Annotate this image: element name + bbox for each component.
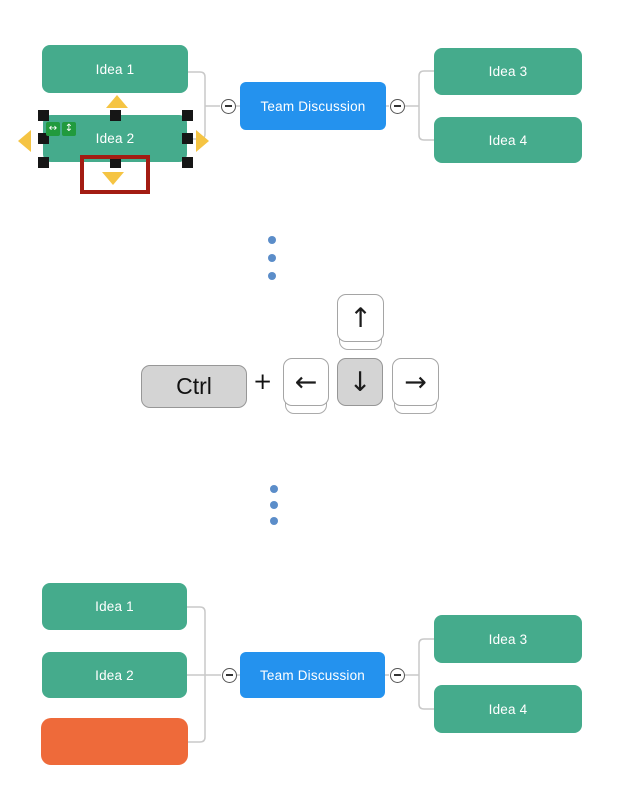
collapse-toggle-bottom-right[interactable] <box>389 667 405 683</box>
top-right-bracket <box>418 70 434 141</box>
top-node-idea3[interactable]: Idea 3 <box>434 48 582 95</box>
ellipsis-dot <box>268 272 276 280</box>
bottom-node-new[interactable] <box>41 718 188 765</box>
arrow-down-key-pressed: ↓ <box>337 358 383 414</box>
ellipsis-dot <box>270 501 278 509</box>
add-node-left-arrow-icon[interactable] <box>18 130 31 152</box>
bottom-node-idea2[interactable]: Idea 2 <box>42 652 187 698</box>
selection-handle-mid-left[interactable] <box>37 133 49 144</box>
selection-handle-top-right[interactable] <box>181 109 193 121</box>
selection-handle-top-left[interactable] <box>37 109 49 121</box>
arrow-right-key: → <box>392 358 439 414</box>
collapse-toggle-bottom-left[interactable] <box>221 667 237 683</box>
selection-handle-bottom-center[interactable] <box>109 156 121 168</box>
selection-handle-mid-right[interactable] <box>181 133 193 144</box>
bottom-node-idea1[interactable]: Idea 1 <box>42 583 187 630</box>
collapse-toggle-top-right[interactable] <box>389 98 405 114</box>
collapse-toggle-top-left[interactable] <box>220 98 236 114</box>
selection-handle-bottom-right[interactable] <box>181 156 193 168</box>
ellipsis-dot <box>270 485 278 493</box>
selection-handle-top-center[interactable] <box>109 109 121 121</box>
bottom-node-center[interactable]: Team Discussion <box>240 652 385 698</box>
arrow-right-icon: → <box>392 358 439 406</box>
top-node-idea1[interactable]: Idea 1 <box>42 45 188 93</box>
add-node-down-arrow-icon[interactable] <box>102 172 124 185</box>
ellipsis-dot <box>268 236 276 244</box>
ctrl-key: Ctrl <box>141 365 247 408</box>
selection-handle-bottom-left[interactable] <box>37 156 49 168</box>
bottom-left-bracket <box>187 606 206 743</box>
resize-vertical-icon[interactable]: ↕ <box>62 122 76 136</box>
bottom-right-bracket <box>418 638 434 710</box>
arrow-left-key: ← <box>283 358 329 414</box>
plus-sign: + <box>253 369 273 395</box>
top-left-bracket <box>187 71 206 140</box>
top-node-center[interactable]: Team Discussion <box>240 82 386 130</box>
red-highlight-rect <box>80 155 150 194</box>
ellipsis-dot <box>268 254 276 262</box>
top-node-idea4[interactable]: Idea 4 <box>434 117 582 163</box>
bottom-node-idea4[interactable]: Idea 4 <box>434 685 582 733</box>
add-node-right-arrow-icon[interactable] <box>196 130 209 152</box>
arrow-down-icon: ↓ <box>337 358 383 406</box>
bottom-node-idea3[interactable]: Idea 3 <box>434 615 582 663</box>
add-node-up-arrow-icon[interactable] <box>106 95 128 108</box>
resize-horizontal-icon[interactable]: ↔ <box>46 122 60 136</box>
ellipsis-dot <box>270 517 278 525</box>
arrow-up-key: ↑ <box>337 294 384 350</box>
arrow-up-icon: ↑ <box>337 294 384 342</box>
arrow-left-icon: ← <box>283 358 329 406</box>
